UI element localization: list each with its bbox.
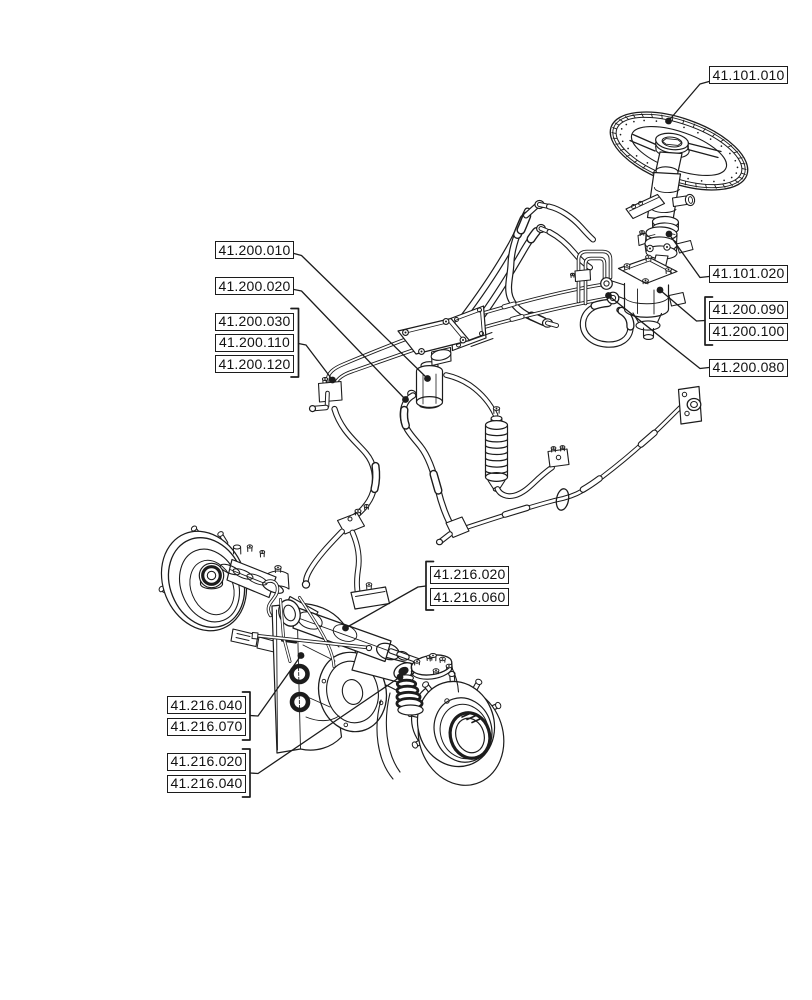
callout-box-41-216-020[interactable]: 41.216.020: [430, 565, 509, 584]
leader-dot-41-216-020-040: [396, 673, 404, 681]
wheel-rim-ticks: [611, 113, 747, 189]
bracket-41-200-090-100: [704, 296, 714, 346]
pipe-end-block: [317, 380, 343, 403]
callout-box-41-101-020[interactable]: 41.101.020: [709, 264, 788, 283]
leader-line-41-200-020: [293, 288, 407, 401]
bracket-41-216-040-070: [241, 691, 251, 741]
bracket-41-216-020-040: [241, 748, 251, 798]
callout-box-41-216-020-second[interactable]: 41.216.020: [167, 752, 246, 771]
hose-clamp: [547, 448, 570, 468]
filter-body: [415, 370, 444, 403]
callout-box-41-216-040-second[interactable]: 41.216.040: [167, 774, 246, 793]
leader-line-41-216-040-070: [249, 654, 302, 717]
valve-port-fitting: [600, 277, 613, 290]
dust-shield: [376, 692, 401, 780]
column-mount-plate: [625, 193, 666, 220]
valve-top-plate: [617, 256, 678, 285]
wheel-rim-dots: [619, 119, 739, 183]
wheel-spokes: [629, 133, 722, 175]
leader-dot-41-200-020: [402, 396, 409, 403]
steering-wheel: [609, 111, 749, 191]
callout-box-41-200-030[interactable]: 41.200.030: [215, 312, 294, 331]
leader-line-41-200-010: [293, 252, 429, 380]
leader-dot-41-200-030-110-120: [329, 376, 336, 384]
callout-box-41-216-060[interactable]: 41.216.060: [430, 588, 509, 606]
leader-dot-41-200-080: [605, 292, 612, 299]
leader-lines: [249, 80, 710, 775]
callout-box-41-216-070[interactable]: 41.216.070: [167, 717, 246, 736]
hydraulic-pump: [397, 305, 494, 367]
leader-line-41-200-030-110-120: [297, 342, 334, 381]
leader-dot-41-101-020: [665, 230, 673, 238]
steering-valve: [600, 254, 687, 340]
hydraulic-hoses: [308, 249, 688, 546]
pipe-clamp: [574, 268, 592, 283]
leader-line-41-200-090-100: [659, 289, 706, 322]
accumulator-body: [484, 420, 509, 431]
accumulator-hose: [443, 372, 499, 418]
leader-dot-41-101-010: [665, 117, 672, 125]
bracket-41-200-030-110-120: [290, 307, 300, 378]
leader-dot-41-200-090-100: [656, 286, 664, 294]
leader-line-41-101-010: [667, 80, 710, 122]
callout-brackets: [241, 296, 714, 798]
leader-line-41-101-020: [668, 233, 710, 279]
leader-line-41-200-080: [607, 294, 710, 370]
callout-box-41-200-110[interactable]: 41.200.110: [215, 333, 294, 352]
oil-filter: [407, 361, 444, 409]
leader-dot-41-216-020-060: [342, 624, 349, 632]
leader-line-41-216-020-040: [249, 676, 401, 775]
callout-box-41-200-020[interactable]: 41.200.020: [215, 277, 294, 295]
pipe-grommet: [555, 488, 570, 511]
diff-port: [289, 663, 310, 685]
hose-to-axle: [301, 385, 703, 607]
callout-box-41-200-100[interactable]: 41.200.100: [709, 322, 788, 341]
accumulator: [484, 406, 509, 492]
callout-box-41-101-010[interactable]: 41.101.010: [709, 66, 788, 84]
bracket-41-216-020-060: [425, 560, 435, 611]
leader-dot-41-216-040-070: [297, 652, 305, 659]
front-axle: [158, 525, 505, 786]
callout-box-41-200-010[interactable]: 41.200.010: [215, 241, 294, 259]
leader-line-41-216-020-060: [344, 585, 427, 629]
callout-box-41-200-120[interactable]: 41.200.120: [215, 355, 294, 373]
callout-box-41-200-080[interactable]: 41.200.080: [709, 358, 788, 377]
cylinder-eye: [278, 599, 301, 627]
pump-top-plate: [397, 317, 471, 355]
callout-box-41-216-040[interactable]: 41.216.040: [167, 696, 246, 714]
diff-port: [289, 691, 311, 713]
leader-dot-41-200-010: [424, 375, 431, 382]
callout-box-41-200-090[interactable]: 41.200.090: [709, 300, 788, 319]
tilt-lever: [671, 195, 688, 208]
